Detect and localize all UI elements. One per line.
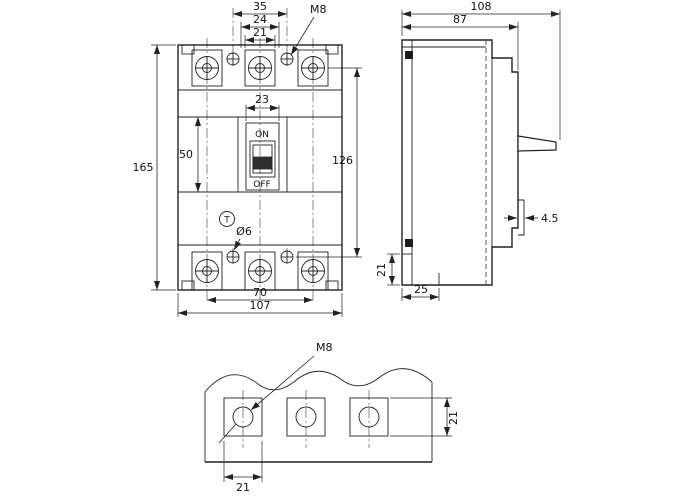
mounting-hole-top [405,51,413,59]
dim-depth-total-label: 108 [471,0,492,13]
dim-bottom-outer: 107 [177,293,343,317]
dim-bottom-height-label: 21 [375,263,388,277]
dim-height-label: 165 [133,161,154,174]
dim-bottom-outer-label: 107 [250,299,271,312]
front-centerlines [206,8,314,302]
mounting-hole-bottom [405,239,413,247]
front-view: ON OFF T [133,0,362,317]
dim-lip: 4.5 [504,212,559,225]
dim-top-outer: 35 [233,0,287,18]
detail-centerlines [242,390,370,448]
switch-on-label: ON [255,130,269,140]
dim-terminal-span: 126 [296,67,362,258]
bottom-terminals [191,250,329,291]
detail-strip [204,368,433,463]
dim-top-mid-label: 24 [253,13,267,26]
dim-bottom-inner: 70 [207,286,313,304]
thread-label-detail: M8 [316,341,333,354]
dim-pad-width: 21 [223,441,263,494]
dim-window-width: 23 [245,93,280,121]
dim-terminal-span-label: 126 [332,154,353,167]
hole-callout: Ø6 [233,225,252,251]
dim-bottom-height: 21 [375,253,400,286]
side-view: 108 87 4.5 21 25 [375,0,561,301]
thread-label-front: M8 [310,3,327,16]
front-body-outline [177,44,343,291]
dim-pad-height: 21 [390,397,460,437]
test-button: T [219,211,235,227]
dim-depth-body-label: 87 [453,13,467,26]
dim-top-inner: 21 [244,26,276,48]
thread-callout-detail: M8 [218,341,333,444]
dim-top-inner-label: 21 [253,26,267,39]
dim-top-mid: 24 [240,13,280,48]
dim-handle-section-label: 50 [179,148,193,161]
dim-depth-body: 87 [402,13,519,70]
dim-depth-total: 108 [401,0,561,140]
handle-grip [252,156,273,170]
terminal-detail-view: M8 21 21 [204,341,460,494]
dim-pad-width-label: 21 [236,481,250,494]
switch-handle: ON OFF [245,122,280,191]
dim-height: 165 [133,44,176,291]
dim-base-label: 25 [414,283,428,296]
dim-bottom-inner-label: 70 [253,286,267,299]
dim-lip-label: 4.5 [541,212,559,225]
switch-off-label: OFF [253,180,270,190]
dim-window-width-label: 23 [255,93,269,106]
dim-pad-height-label: 21 [447,411,460,425]
test-button-label: T [223,216,230,226]
thread-callout-front: M8 [290,3,327,56]
dim-top-outer-label: 35 [253,0,267,13]
dim-base: 25 [401,283,440,301]
dim-handle-section: 50 [179,117,202,192]
terminal-pads [223,397,389,437]
hole-label: Ø6 [236,225,252,238]
side-body-outline [401,39,557,286]
top-terminals [191,49,329,87]
toggle-lever [517,135,557,152]
